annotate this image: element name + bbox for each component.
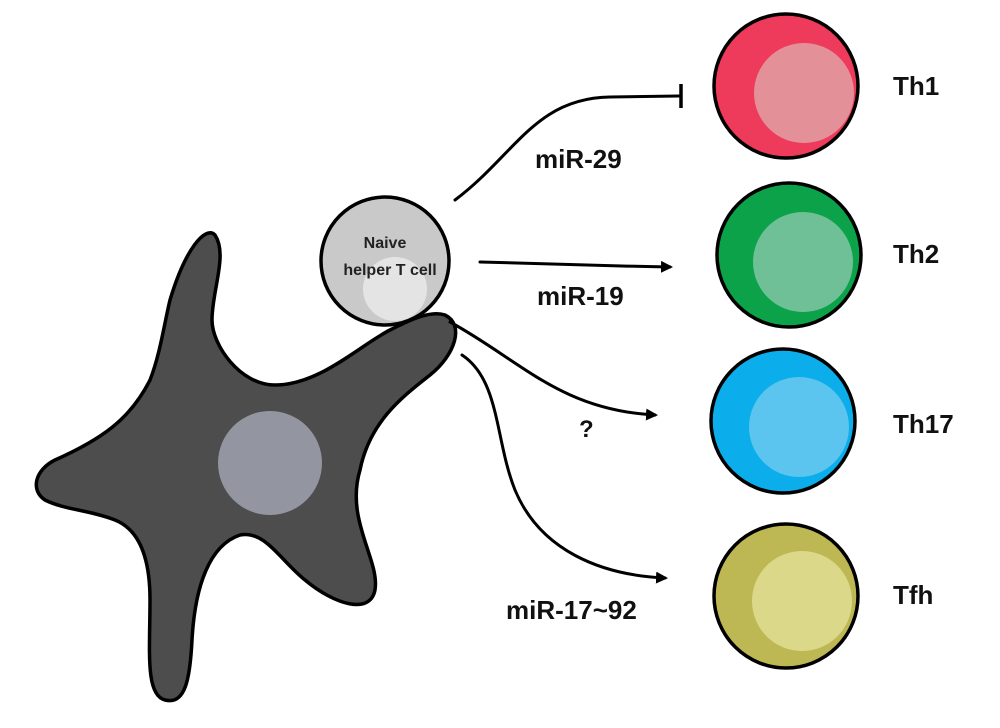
th1-cell-label: Th1	[893, 71, 939, 101]
dendritic-cell-nucleus	[218, 411, 322, 515]
target-cell-th17: Th17	[709, 347, 954, 495]
target-cell-th2: Th2	[715, 181, 939, 329]
naive-t-cell-label-line1: Naive	[364, 235, 407, 252]
tfh-cell-label: Tfh	[893, 580, 933, 610]
arrow-tfh	[460, 353, 668, 584]
target-cell-tfh: Tfh	[712, 522, 933, 670]
arrow-th17	[448, 320, 658, 421]
target-cell-th1: Th1	[712, 12, 939, 160]
pathway-label-th17: ?	[579, 416, 594, 443]
tfh-cell-nucleus	[752, 551, 852, 651]
naive-t-cell-nucleus	[363, 257, 427, 321]
naive-t-cell-label-line2: helper T cell	[343, 262, 436, 279]
th2-cell-label: Th2	[893, 239, 939, 269]
inhibition-arrow-th1	[453, 94, 681, 202]
dendritic-cell	[34, 231, 458, 703]
pathway-labels: miR-29 miR-19 ? miR-17~92	[506, 144, 637, 625]
pathway-label-tfh: miR-17~92	[506, 595, 637, 625]
th17-cell-label: Th17	[893, 409, 954, 439]
pathway-arrows	[448, 84, 683, 584]
pathway-label-th2: miR-19	[537, 281, 624, 311]
naive-t-cell: Naive helper T cell	[319, 195, 451, 327]
th2-cell-nucleus	[753, 212, 853, 312]
th1-cell-nucleus	[754, 43, 854, 143]
pathway-label-th1: miR-29	[535, 144, 622, 174]
th17-cell-nucleus	[749, 377, 849, 477]
arrow-th2	[478, 260, 673, 273]
